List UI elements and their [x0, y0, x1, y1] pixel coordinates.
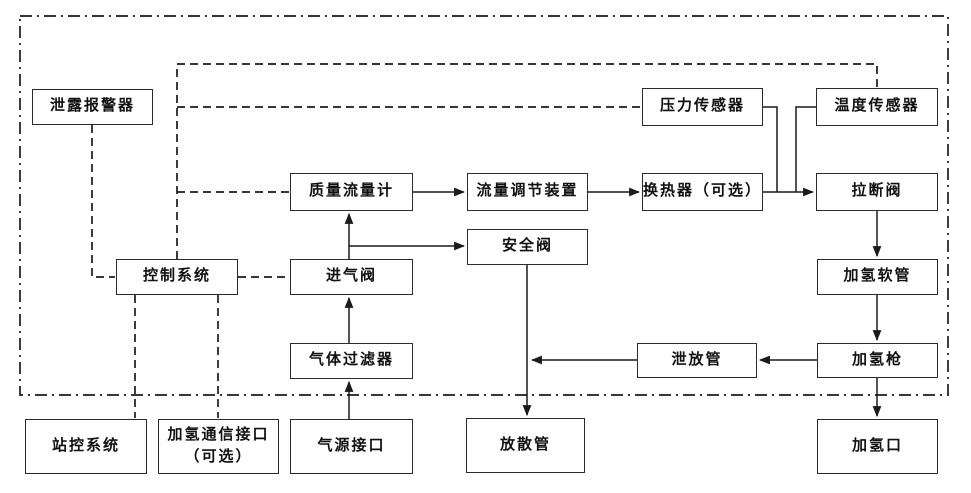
- node-flow-regulator-label: 流量调节装置: [476, 183, 579, 200]
- node-hydrogen-port-label: 加氢口: [851, 437, 903, 454]
- node-gas-filter: 气体过滤器: [290, 343, 413, 379]
- node-gas-source-port-label: 气源接口: [317, 437, 386, 454]
- node-pressure-sensor-label: 压力传感器: [659, 98, 745, 115]
- node-safety-valve-label: 安全阀: [501, 238, 553, 255]
- node-intake-valve: 进气阀: [290, 259, 413, 295]
- edge-leak-alarm-to-control: [91, 125, 115, 278]
- node-leak-alarm: 泄露报警器: [32, 89, 153, 125]
- node-relief-pipe: 泄放管: [637, 343, 757, 378]
- node-vent-stack-label: 放散管: [499, 436, 551, 453]
- node-temperature-sensor-label: 温度传感器: [834, 98, 920, 115]
- node-comm-interface-label-line1: 加氢通信接口: [167, 426, 270, 443]
- node-station-control-system: 站控系统: [25, 419, 147, 474]
- node-flow-regulator: 流量调节装置: [467, 173, 588, 211]
- node-hydrogen-hose: 加氢软管: [817, 259, 938, 295]
- node-mass-flow-meter: 质量流量计: [290, 173, 413, 211]
- node-breakaway-valve: 拉断阀: [816, 173, 938, 211]
- node-hydrogen-gun-label: 加氢枪: [851, 351, 903, 368]
- edge-control-to-temperature-sensor-bus: [176, 63, 878, 259]
- node-gas-source-port: 气源接口: [290, 419, 413, 474]
- node-breakaway-valve-label: 拉断阀: [851, 183, 903, 200]
- node-control-system: 控制系统: [116, 259, 238, 295]
- node-station-control-system-label: 站控系统: [51, 437, 120, 454]
- node-gas-filter-label: 气体过滤器: [308, 352, 394, 369]
- node-relief-pipe-label: 泄放管: [671, 351, 723, 368]
- node-mass-flow-meter-label: 质量流量计: [308, 183, 394, 200]
- node-hydrogen-port: 加氢口: [817, 419, 938, 474]
- node-hydrogen-hose-label: 加氢软管: [843, 268, 912, 285]
- edge-temperature-sensor-pipe-tap: [795, 106, 816, 192]
- node-vent-stack: 放散管: [466, 418, 585, 473]
- node-heat-exchanger: 换热器（可选）: [642, 173, 763, 211]
- node-pressure-sensor: 压力传感器: [642, 88, 763, 126]
- node-safety-valve: 安全阀: [467, 229, 588, 265]
- node-temperature-sensor: 温度传感器: [816, 88, 938, 126]
- node-intake-valve-label: 进气阀: [325, 268, 377, 285]
- node-comm-interface-label-line2: （可选）: [184, 448, 253, 465]
- node-control-system-label: 控制系统: [142, 268, 211, 285]
- node-leak-alarm-label: 泄露报警器: [49, 98, 135, 115]
- node-comm-interface: 加氢通信接口 （可选）: [158, 419, 279, 474]
- node-heat-exchanger-label: 换热器（可选）: [643, 183, 763, 200]
- node-hydrogen-gun: 加氢枪: [817, 343, 938, 378]
- enclosure-boundary: [19, 15, 949, 396]
- edge-pressure-sensor-pipe-tap: [763, 106, 778, 192]
